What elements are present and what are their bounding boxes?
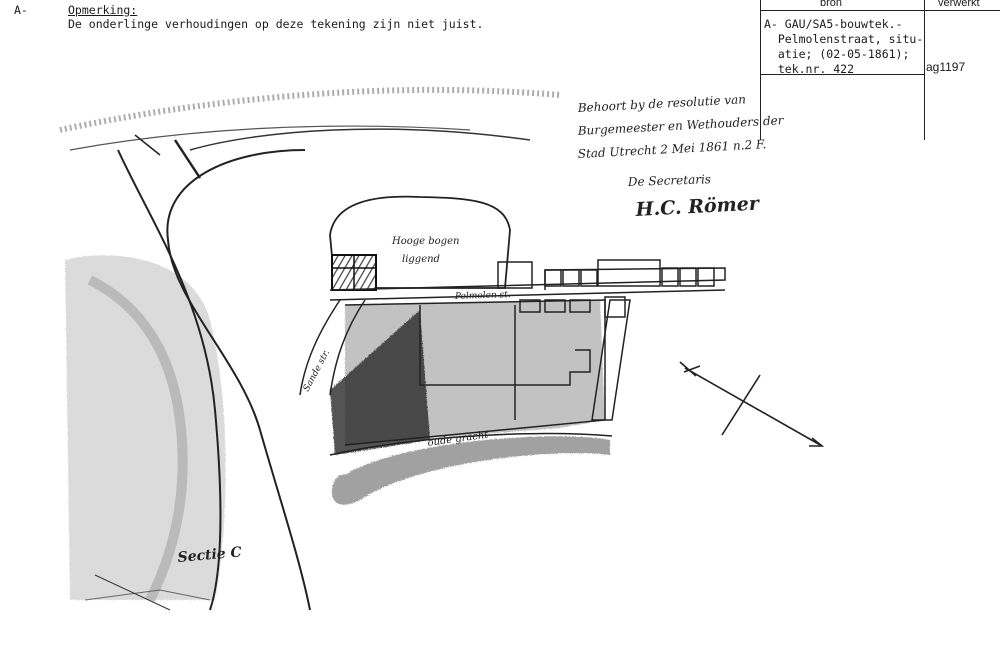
remark-text: De onderlinge verhoudingen op deze teken…: [68, 17, 484, 31]
remark-marker: A-: [14, 3, 28, 17]
annotation-line-4: De Secretaris: [627, 172, 712, 189]
source-entry: A- GAU/SA5-bouwtek.- Pelmolenstraat, sit…: [764, 17, 923, 77]
annotation-line-3: Stad Utrecht 2 Mei 1861 n.2 F.: [577, 137, 766, 161]
canal-line-outer: [117, 149, 222, 611]
canal-line-inner: [166, 149, 311, 611]
remark-heading: Opmerking:: [68, 3, 138, 17]
annotation-line-2: Burgemeester en Wethouders der: [576, 113, 785, 138]
north-arrow: [679, 361, 825, 447]
block-outlines: [344, 296, 626, 446]
narrow-strip: [591, 299, 631, 421]
label-section: Sectie C: [177, 544, 242, 566]
lower-canal-arm: [331, 436, 610, 505]
bottom-sketch-line: [84, 589, 211, 601]
tick-mark-1: [134, 134, 161, 156]
road-edge-top: [69, 125, 471, 151]
dark-corner-shading: [330, 310, 430, 455]
column-header-processed: verwerkt: [938, 0, 980, 9]
left-shading-detail: [87, 275, 188, 603]
source-marker: A-: [764, 17, 778, 31]
canal-bank-top: [329, 432, 613, 456]
annotation-line-1: Behoort by de resolutie van: [576, 92, 746, 115]
source-table: bron verwerkt A- GAU/SA5-bouwtek.- Pelmo…: [760, 0, 1000, 140]
label-garden: Hooge bogen: [391, 236, 459, 247]
tick-mark-2: [173, 139, 202, 179]
remark-block: A- Opmerking: De onderlinge verhoudingen…: [14, 3, 483, 31]
left-shaded-area: [65, 255, 226, 600]
garden-outline: [329, 195, 511, 289]
upper-street-line: [189, 128, 531, 151]
side-street-right: [329, 299, 366, 396]
label-street-side: Sande str.: [302, 348, 332, 393]
source-line-1: GAU/SA5-bouwtek.-: [784, 17, 903, 31]
source-line-4: tek.nr. 422: [764, 62, 855, 76]
label-garden-2: liggend: [402, 254, 440, 265]
reference-number: ag1197: [926, 60, 966, 74]
building-row: [329, 259, 726, 301]
column-header-source: bron: [820, 0, 843, 9]
label-street-top: Pelmolen st.: [454, 290, 511, 302]
top-embankment: [59, 86, 561, 133]
signature: H.C. Römer: [634, 192, 761, 221]
source-line-2: Pelmolenstraat, situ-: [764, 32, 924, 46]
side-street-left: [299, 299, 341, 396]
source-line-3: atie; (02-05-1861);: [764, 47, 910, 61]
